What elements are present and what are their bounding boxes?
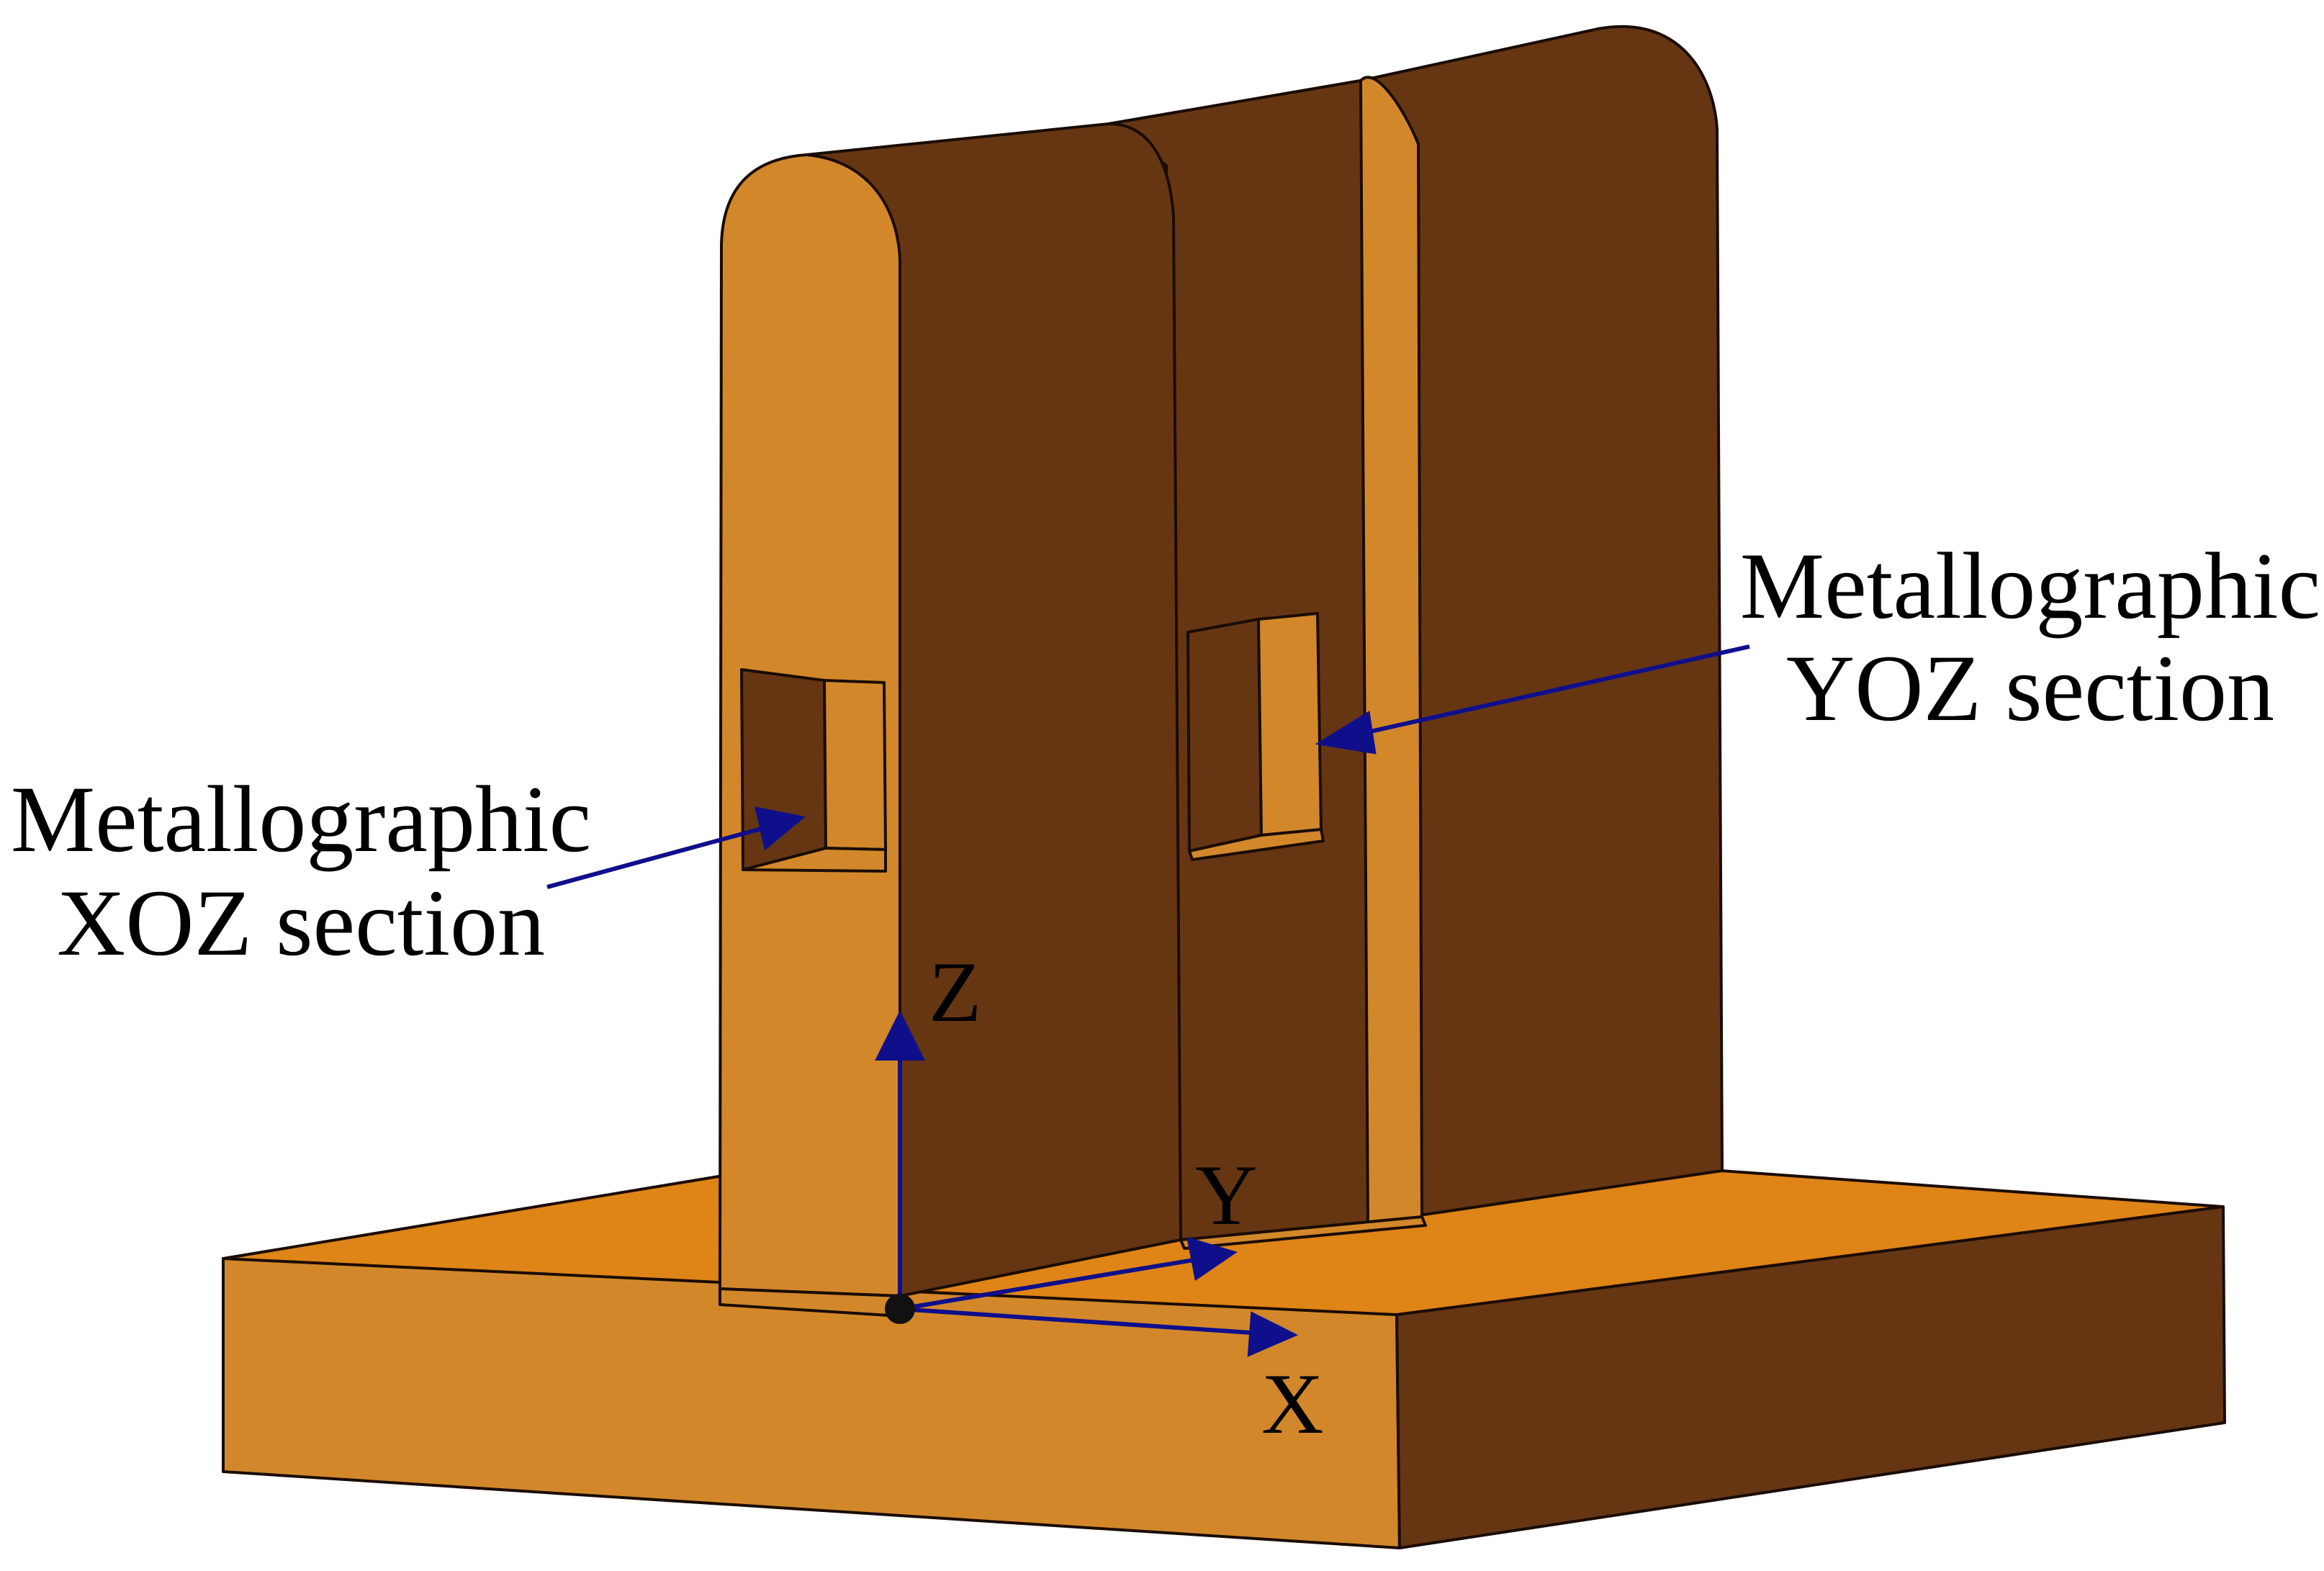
yoz-window-bottom [1188, 828, 1325, 861]
x-axis-label: X [1261, 1356, 1324, 1451]
yoz-callout-arrowhead [1315, 711, 1377, 755]
xoz-callout-line [546, 819, 791, 889]
xoz-window-back [740, 668, 827, 871]
xoz-label-line2: XOZ section [57, 870, 545, 976]
slot-floor-strip [1179, 1215, 1427, 1250]
back-rib-arch [1359, 76, 1423, 1225]
y-axis-arrowhead [1186, 1236, 1238, 1282]
y-axis-line [899, 1256, 1203, 1311]
yoz-window-back [1186, 618, 1263, 852]
z-axis-arrowhead [875, 1010, 925, 1061]
y-axis-label: Y [1195, 1147, 1258, 1243]
callout-arrows [546, 644, 1750, 889]
xoz-window-side [823, 679, 887, 851]
origin-point [885, 1294, 915, 1324]
back-rib-right-face [1359, 24, 1724, 1225]
xoz-window-bottom [742, 847, 887, 873]
coordinate-axes [875, 1010, 1299, 1357]
yoz-window-side [1257, 612, 1323, 837]
yoz-label-line2: YOZ section [1786, 635, 2274, 741]
yoz-label-line1: Metallographic [1740, 533, 2320, 639]
solid-model [222, 24, 2226, 1549]
x-axis-line [899, 1307, 1262, 1336]
base-right-face [1395, 1205, 2226, 1549]
xoz-callout-arrowhead [755, 806, 806, 851]
x-axis-arrowhead [1247, 1311, 1299, 1357]
xoz-label-line1: Metallographic [11, 766, 591, 872]
z-axis-label: Z [929, 944, 981, 1040]
yoz-callout-line [1331, 644, 1750, 742]
